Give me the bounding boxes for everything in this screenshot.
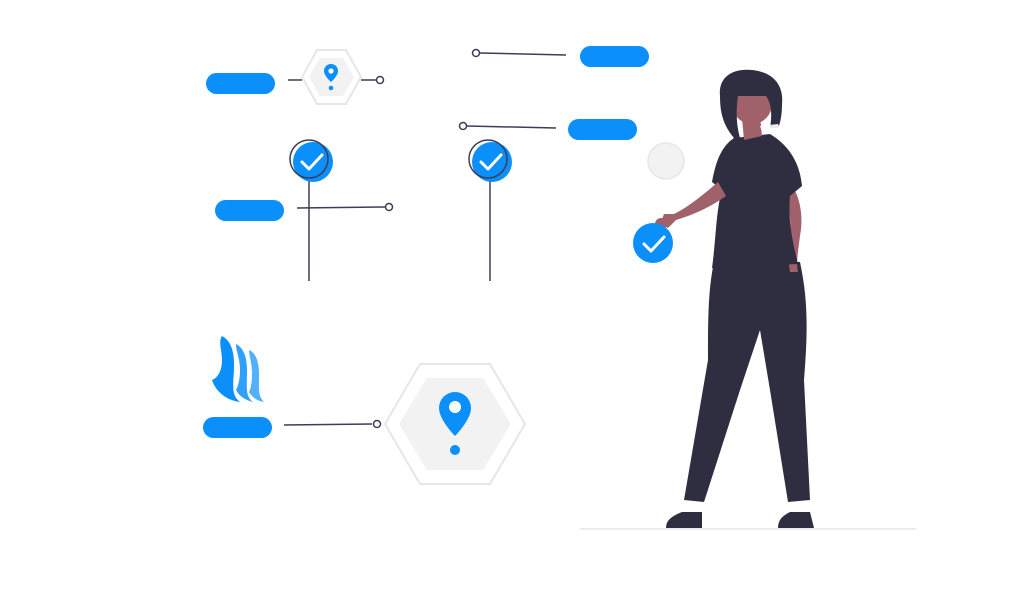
pill-label-3 xyxy=(568,119,637,140)
small-map-pin-icon xyxy=(324,64,338,91)
connector-node xyxy=(471,48,481,58)
pill-label-4 xyxy=(215,200,284,221)
check-pin-left xyxy=(289,139,333,281)
pill-label-2 xyxy=(580,46,649,67)
connector-line xyxy=(479,52,567,56)
connector-line xyxy=(466,125,557,129)
right-shoe xyxy=(778,512,814,528)
left-shoe xyxy=(666,512,702,528)
connector-group-top xyxy=(458,46,649,140)
wave-logo-icon xyxy=(212,336,264,402)
large-map-pin-icon xyxy=(439,392,471,455)
pants xyxy=(684,262,810,502)
check-pin-middle xyxy=(468,139,512,281)
connector-node xyxy=(458,121,468,131)
large-hexagon-group xyxy=(383,363,527,485)
connector-node xyxy=(372,419,382,429)
front-arm xyxy=(660,182,726,228)
hair xyxy=(719,69,783,138)
connector-node xyxy=(384,202,394,212)
connector-line xyxy=(296,206,386,209)
soft-circle xyxy=(647,142,685,180)
shirt xyxy=(712,134,802,268)
pill-label-1 xyxy=(206,73,275,94)
connector-node xyxy=(375,75,385,85)
back-arm xyxy=(780,176,802,272)
held-check-circle-icon xyxy=(633,223,673,263)
small-hexagon-group xyxy=(288,49,385,105)
connector-line xyxy=(283,423,373,426)
pill-label-5 xyxy=(203,417,272,438)
person-figure xyxy=(655,69,814,528)
